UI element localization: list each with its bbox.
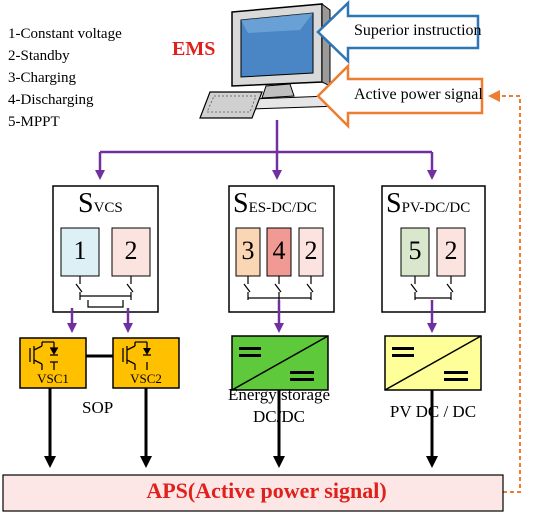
es-converter-label-1: Energy storage <box>227 385 331 404</box>
es-converter-label-2: DC/DC <box>253 407 305 426</box>
active-power-signal-label: Active power signal <box>354 86 483 103</box>
switch-wiring <box>75 276 454 308</box>
legend-item-1: 1-Constant voltage <box>8 26 122 42</box>
legend-item-4: 4-Discharging <box>8 92 94 108</box>
mode-box-es-3 <box>235 227 261 277</box>
legend-item-5: 5-MPPT <box>8 114 60 130</box>
mode-es-2: 2 <box>304 236 318 265</box>
distribution-lines <box>95 120 437 180</box>
mode-pv-5: 5 <box>408 236 422 265</box>
pv-converter-label: PV DC / DC <box>389 402 477 421</box>
vsc1-label: VSC1 <box>37 371 69 386</box>
ses-title: SES-DC/DC <box>233 188 317 219</box>
mode-box-pv-5 <box>400 227 430 277</box>
legend-item-2: 2-Standby <box>8 48 70 64</box>
mode-box-pv-2 <box>436 227 466 277</box>
aps-box <box>2 474 504 512</box>
mode-pv-2: 2 <box>444 236 458 265</box>
superior-instruction-label: Superior instruction <box>354 22 482 39</box>
spv-block <box>381 185 486 313</box>
mode-box-vcs-2 <box>111 227 151 277</box>
ems-label: EMS <box>172 38 216 60</box>
vsc1-converter <box>19 337 87 389</box>
mode-vcs-1: 1 <box>73 236 87 265</box>
active-power-signal-arrow <box>316 62 484 130</box>
svcs-title: SVCS <box>78 188 123 219</box>
spv-title: SPV-DC/DC <box>386 188 471 219</box>
mode-vcs-2: 2 <box>124 236 138 265</box>
superior-instruction-arrow <box>316 0 480 64</box>
legend-item-3: 3-Charging <box>8 70 77 86</box>
pv-converter <box>384 335 482 391</box>
feedback-dashed-line <box>488 90 521 493</box>
mode-es-4: 4 <box>272 236 286 265</box>
computer-icon <box>199 3 342 119</box>
mode-es-3: 3 <box>241 236 255 265</box>
mode-box-es-4 <box>266 227 292 277</box>
es-converter <box>231 335 329 391</box>
vsc2-converter <box>112 337 180 389</box>
mode-box-es-2 <box>298 227 324 277</box>
sop-label: SOP <box>82 398 114 417</box>
mode-box-vcs-1 <box>60 227 100 277</box>
aps-label: APS(Active power signal) <box>146 478 387 503</box>
vsc2-label: VSC2 <box>130 371 162 386</box>
